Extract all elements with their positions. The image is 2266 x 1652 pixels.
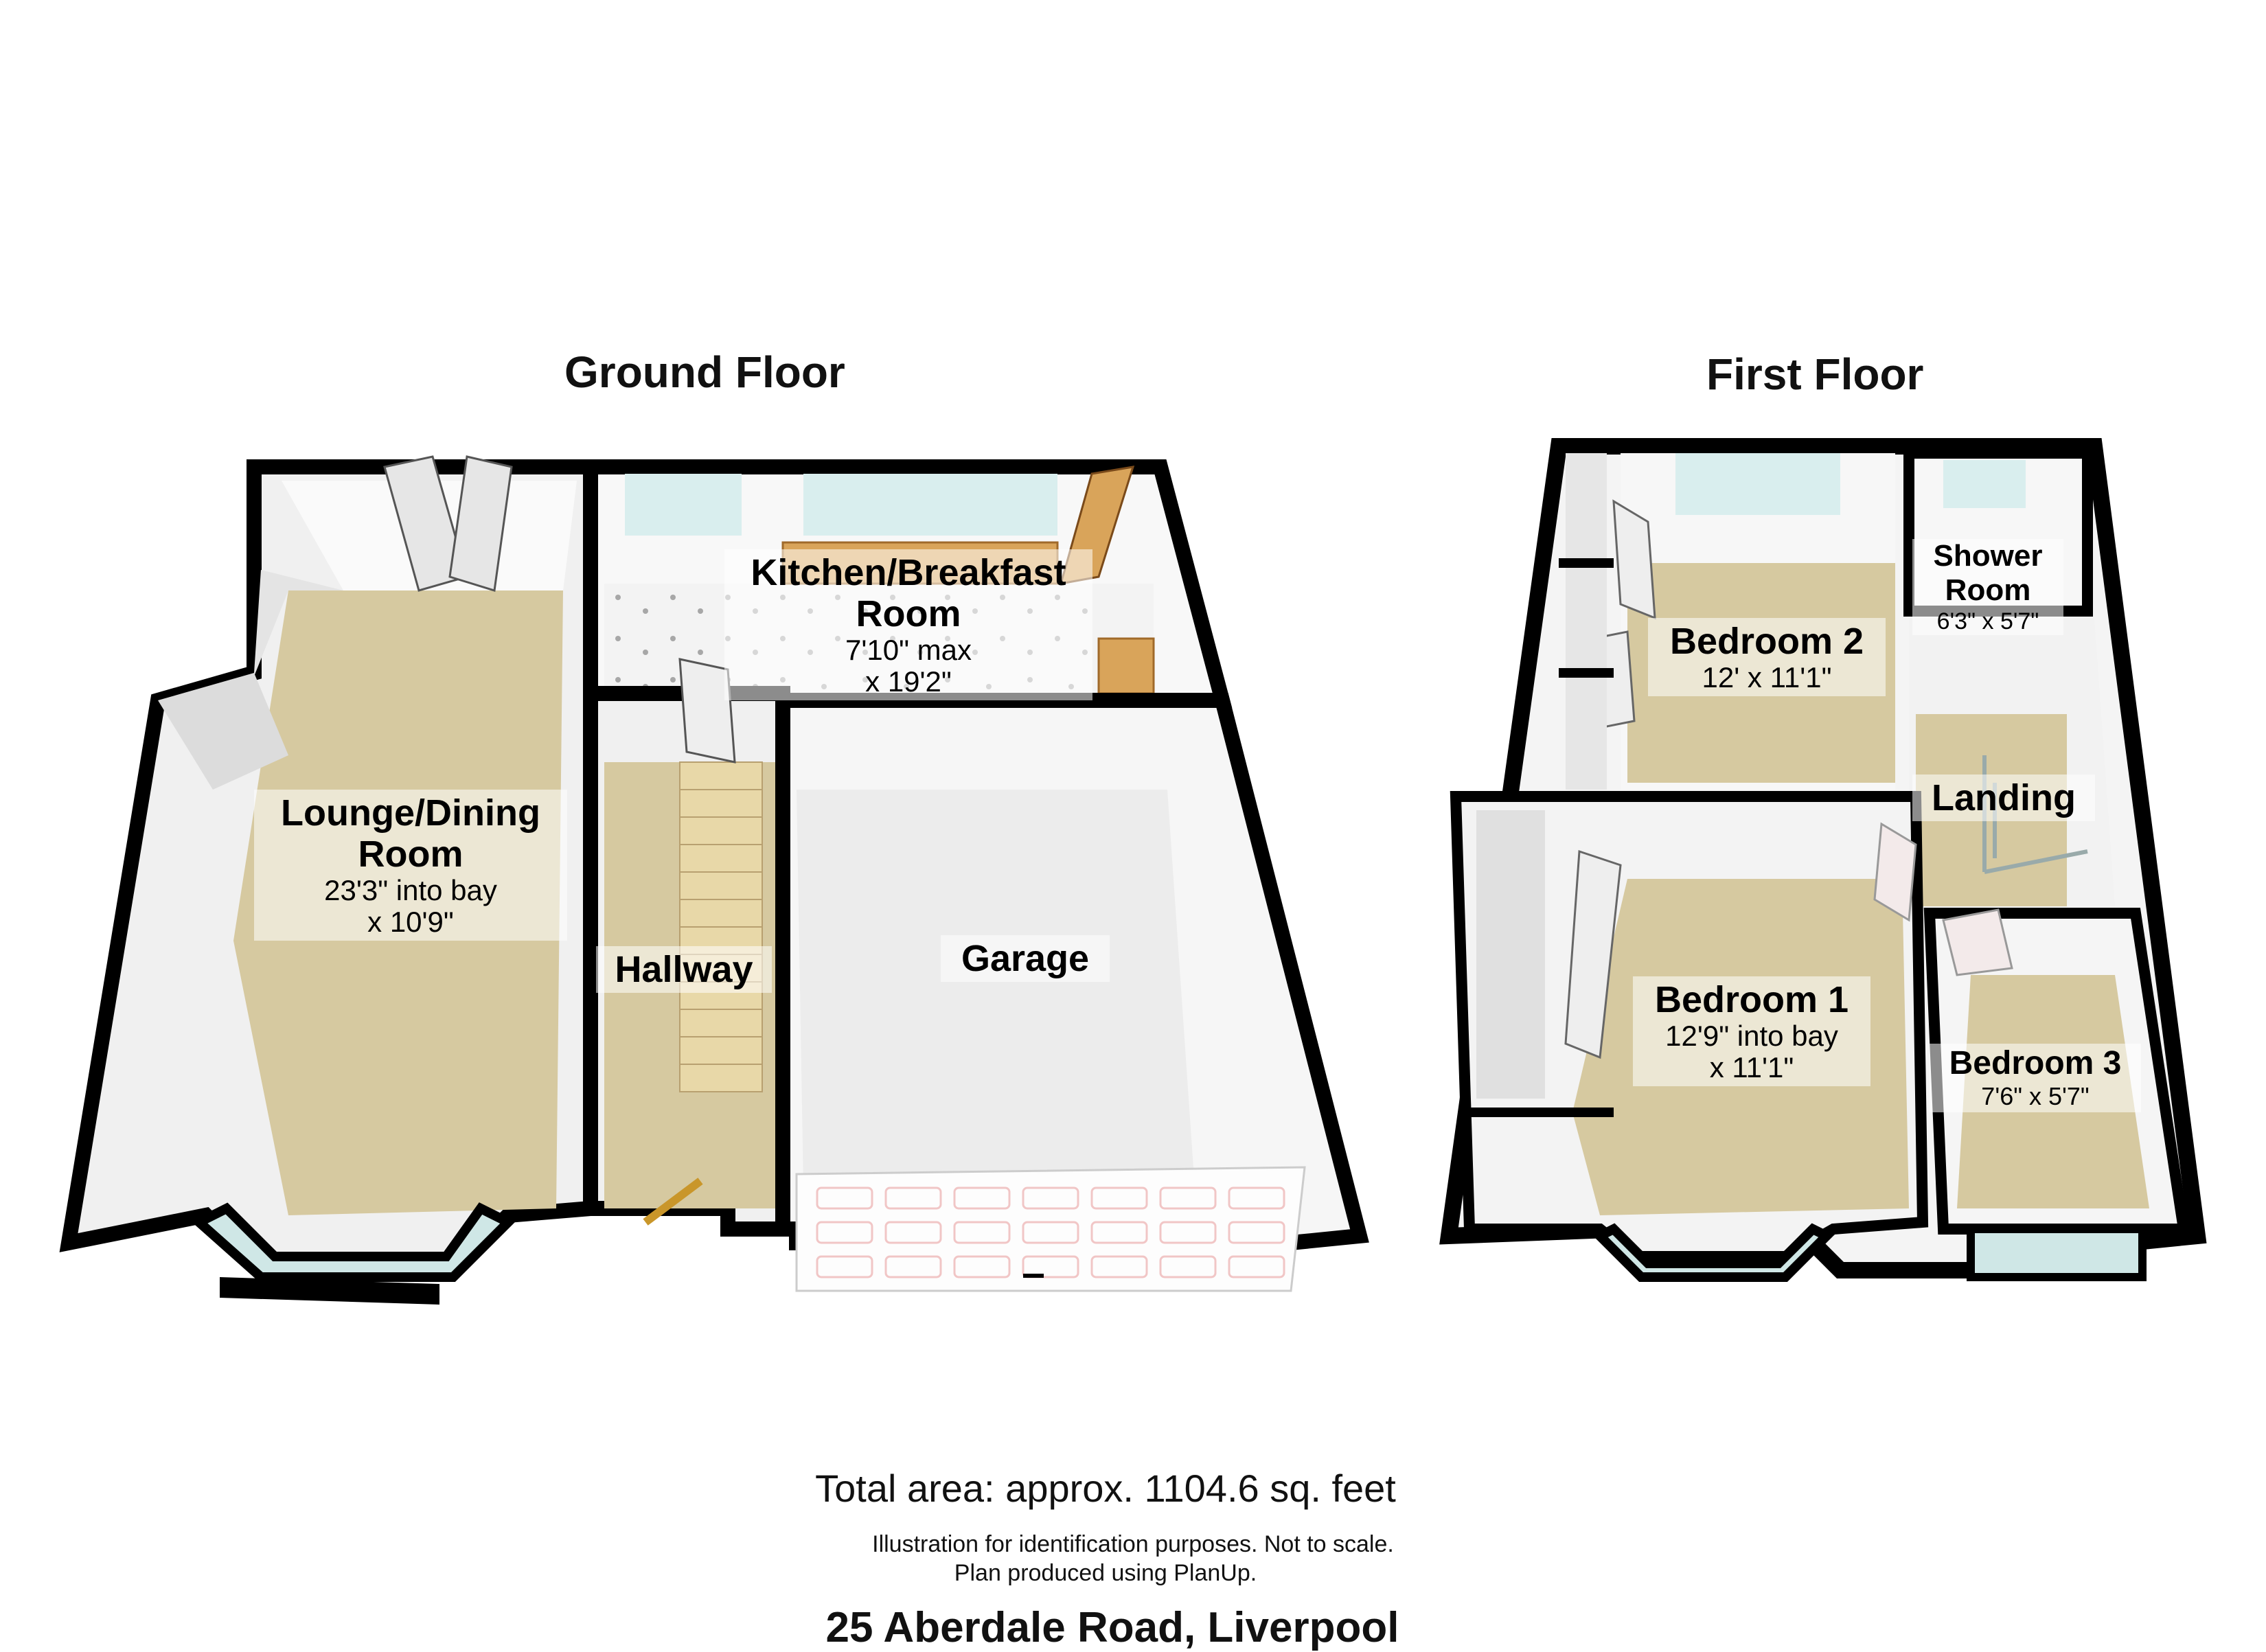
garage-shape [775, 693, 1369, 1292]
shower-room-label: Shower Room 6'3" x 5'7" [1912, 539, 2063, 635]
hallway-label: Hallway [596, 946, 772, 993]
garage-name: Garage [961, 938, 1090, 979]
landing-label: Landing [1912, 775, 2095, 821]
lounge-name-line2: Room [358, 834, 464, 875]
lounge-label: Lounge/Dining Room 23'3" into bay x 10'9… [254, 790, 567, 941]
bedroom-1-name: Bedroom 1 [1654, 979, 1849, 1020]
bedroom-3-dim: 7'6" x 5'7" [1981, 1082, 2090, 1110]
lounge-dim-line2: x 10'9" [367, 906, 454, 938]
bedroom-2-dim: 12' x 11'1" [1702, 661, 1832, 693]
property-address: 25 Aberdale Road, Liverpool [825, 1604, 1399, 1651]
landing-name: Landing [1932, 777, 2076, 818]
landing-door [1873, 822, 1917, 922]
disclaimer-line-2: Plan produced using PlanUp. [954, 1560, 1257, 1586]
bedroom-1-dim-line1: 12'9" into bay [1665, 1020, 1838, 1052]
shower-name-line2: Room [1945, 573, 2031, 607]
ground-floor-title: Ground Floor [564, 347, 845, 397]
kitchen-name-line1: Kitchen/Breakfast [751, 552, 1066, 593]
bedroom-1-dim-line2: x 11'1" [1709, 1051, 1794, 1083]
total-area-text: Total area: approx. 1104.6 sq. feet [815, 1467, 1396, 1510]
kitchen-name-line2: Room [856, 593, 961, 634]
hallway-name: Hallway [615, 949, 753, 990]
lounge-bay-window [190, 1202, 516, 1305]
lounge-french-doors [383, 455, 513, 592]
garage-label: Garage [941, 935, 1110, 982]
shower-dim: 6'3" x 5'7" [1936, 608, 2039, 634]
bedroom-2-name: Bedroom 2 [1669, 621, 1864, 662]
kitchen-dim-line1: 7'10" max [845, 634, 972, 666]
bedroom-1-label: Bedroom 1 12'9" into bay x 11'1" [1633, 976, 1870, 1086]
bedroom-3-name: Bedroom 3 [1949, 1045, 2122, 1081]
lounge-dim-line1: 23'3" into bay [324, 874, 497, 906]
shower-name-line1: Shower [1933, 539, 2043, 573]
bedroom-2-label: Bedroom 2 12' x 11'1" [1648, 618, 1886, 696]
lounge-name-line1: Lounge/Dining [281, 792, 540, 834]
hallway-shape [583, 658, 790, 1237]
landing-shape [1909, 618, 2115, 906]
kitchen-dim-line2: x 19'2" [865, 665, 952, 698]
disclaimer-line-1: Illustration for identification purposes… [872, 1531, 1394, 1557]
bedroom-3-label: Bedroom 3 7'6" x 5'7" [1930, 1044, 2141, 1112]
first-floor-title: First Floor [1706, 349, 1924, 399]
kitchen-label: Kitchen/Breakfast Room 7'10" max x 19'2" [724, 549, 1092, 700]
garage-door [795, 1166, 1306, 1292]
